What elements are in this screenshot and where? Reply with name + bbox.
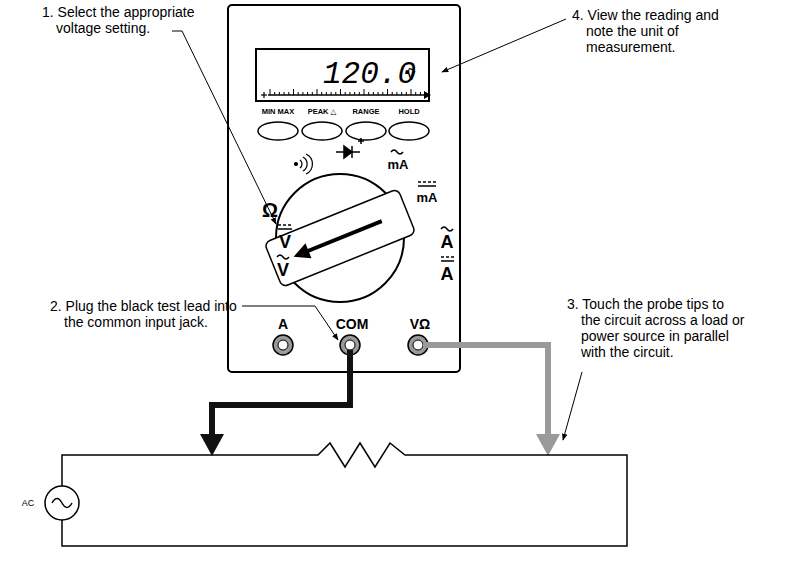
black-probe-tip (200, 434, 224, 456)
callout-text: 3. Touch the probe tips to the circuit a… (567, 296, 745, 360)
diode-symbol (336, 138, 364, 158)
callout-text: 1. Select the appropriate voltage settin… (42, 4, 237, 36)
jack-label: A (278, 316, 288, 332)
display-reading: 120.0 (323, 59, 416, 90)
button-label: MIN MAX (262, 108, 295, 117)
lcd-display: 120.0ṽ (255, 48, 430, 102)
continuity-symbol (295, 154, 313, 174)
source-label: AC (22, 498, 35, 508)
jack-label: COM (336, 316, 369, 332)
meter-housing (228, 5, 460, 372)
leader-lines (172, 19, 582, 440)
buttons (258, 122, 429, 140)
callout-text: 2. Plug the black test lead into the com… (50, 298, 250, 330)
red-test-lead (423, 345, 548, 436)
dial-label: mA (388, 158, 409, 173)
black-test-lead (212, 350, 350, 436)
dial-label: mA (417, 191, 438, 206)
dial-label: Ω (262, 199, 278, 222)
bar-graph (261, 91, 431, 99)
circuit-wire (62, 443, 627, 546)
dial-label: A (441, 232, 454, 253)
red-probe-tip (536, 434, 560, 456)
ac-source-symbol (45, 486, 79, 520)
ac-wave (52, 499, 72, 508)
button-label: RANGE (352, 108, 379, 117)
display-unit: ṽ (407, 66, 416, 83)
dial-label: V (279, 232, 291, 253)
function-marks (277, 150, 454, 261)
button-label: HOLD (398, 108, 419, 117)
dial-label: V (277, 260, 289, 281)
button-label: PEAK △ (308, 108, 337, 117)
dial-label: A (441, 264, 454, 285)
dial-knob (264, 189, 415, 287)
callout-text: 4. View the reading and note the unit of… (572, 7, 737, 55)
jack-label: VΩ (410, 316, 431, 332)
